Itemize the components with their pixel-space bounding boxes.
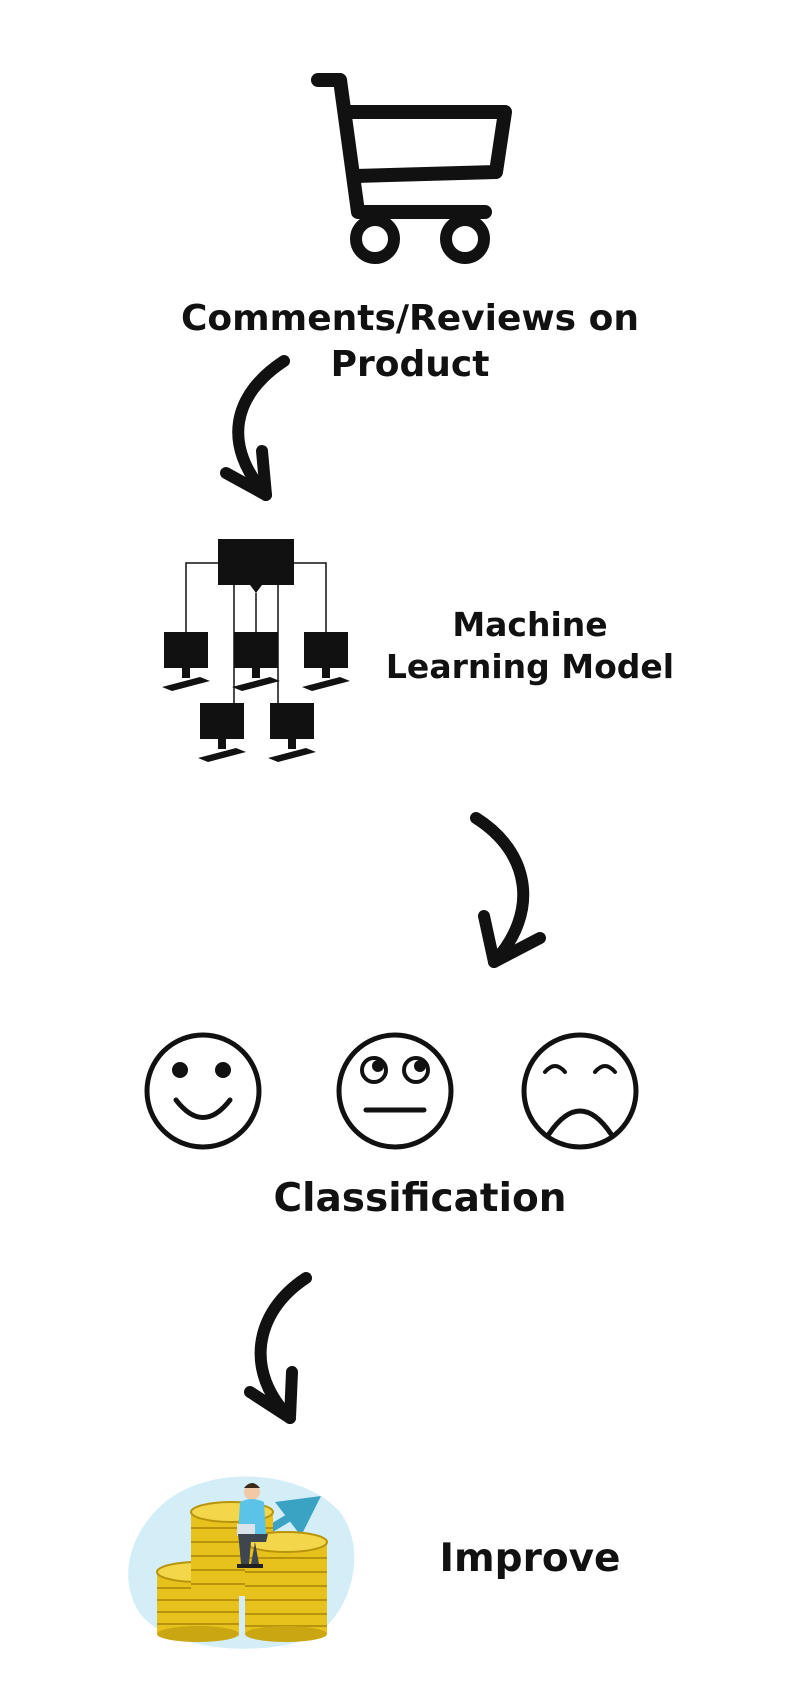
curved-arrow-icon (220, 355, 290, 501)
computer-network-icon (162, 539, 350, 762)
machine-learning-model-label: Machine Learning Model (385, 605, 675, 686)
shopping-cart-icon (311, 73, 512, 264)
monitor-icon (162, 632, 350, 762)
curved-arrow-icon (244, 1272, 312, 1424)
curved-arrow-icon (470, 812, 546, 968)
neutral-face-icon (336, 1032, 454, 1150)
happy-face-icon (144, 1032, 262, 1150)
classification-label: Classification (273, 1176, 567, 1221)
coins-growth-illustration (128, 1476, 355, 1649)
reviews-label: Comments/Reviews on Product (181, 298, 639, 385)
sad-face-icon (521, 1032, 639, 1150)
improve-label: Improve (439, 1536, 621, 1581)
